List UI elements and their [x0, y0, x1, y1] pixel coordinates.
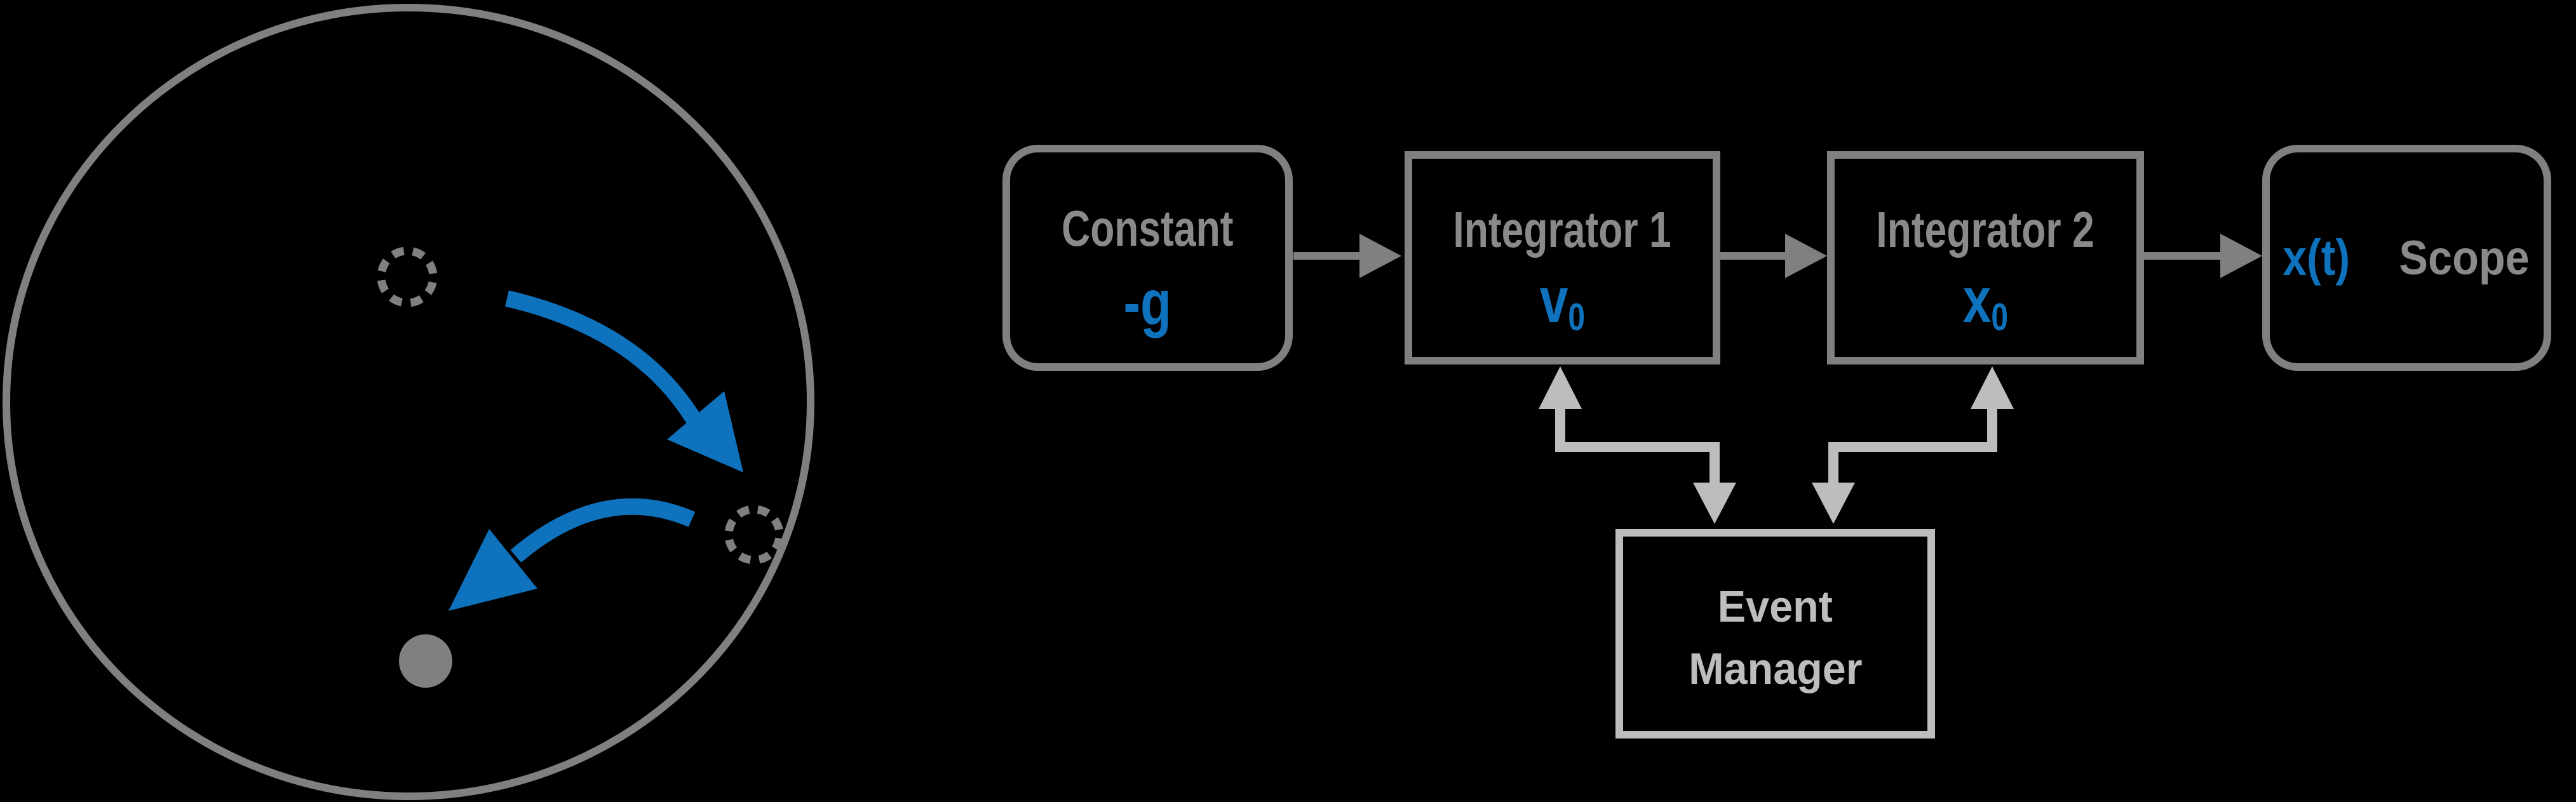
signal-arrowhead-icon	[2220, 234, 2262, 278]
boundary-circle	[3, 4, 814, 800]
integrator1-block-value: v0	[1539, 265, 1586, 339]
integrator1-block-title: Integrator 1	[1453, 201, 1672, 258]
constant-block-value: -g	[1123, 267, 1172, 338]
scope-block: x(t) Scope	[2262, 145, 2551, 371]
constant-block: Constant -g	[1002, 145, 1293, 371]
constant-block-title: Constant	[1062, 200, 1234, 257]
fall-trajectory-arrow	[505, 290, 702, 425]
event-manager-title-line1: Event	[1717, 582, 1833, 631]
link-arrowhead-down-icon	[1693, 483, 1736, 524]
link-arrowhead-down-icon	[1812, 483, 1855, 524]
ball-rest-icon	[399, 634, 452, 688]
event-manager-title-line2: Manager	[1688, 644, 1863, 693]
link-arrowhead-up-icon	[1539, 366, 1582, 409]
scope-block-title: Scope	[2399, 231, 2530, 285]
integrator2-block-title: Integrator 2	[1876, 201, 2095, 258]
ball-start-dashed-icon	[377, 246, 438, 307]
event-manager-block: Event Manager	[1615, 529, 1935, 739]
signal-arrowhead-icon	[1785, 234, 1827, 278]
integrator2-block: Integrator 2 x0	[1827, 151, 2144, 364]
signal-arrowhead-icon	[1359, 234, 1401, 278]
fall-trajectory-arrowhead-icon	[667, 391, 743, 472]
integrator2-block-value: x0	[1962, 265, 2009, 339]
link-integrator2-eventmanager	[1828, 408, 1997, 485]
rebound-trajectory-arrowhead-icon	[448, 529, 537, 611]
link-integrator1-eventmanager	[1555, 408, 1720, 485]
ball-contact-dashed-icon	[724, 505, 784, 565]
integrator1-block: Integrator 1 v0	[1405, 151, 1720, 364]
link-arrowhead-up-icon	[1971, 366, 2014, 409]
scope-signal-label: x(t)	[2283, 229, 2350, 286]
rebound-trajectory-arrow	[510, 498, 696, 563]
